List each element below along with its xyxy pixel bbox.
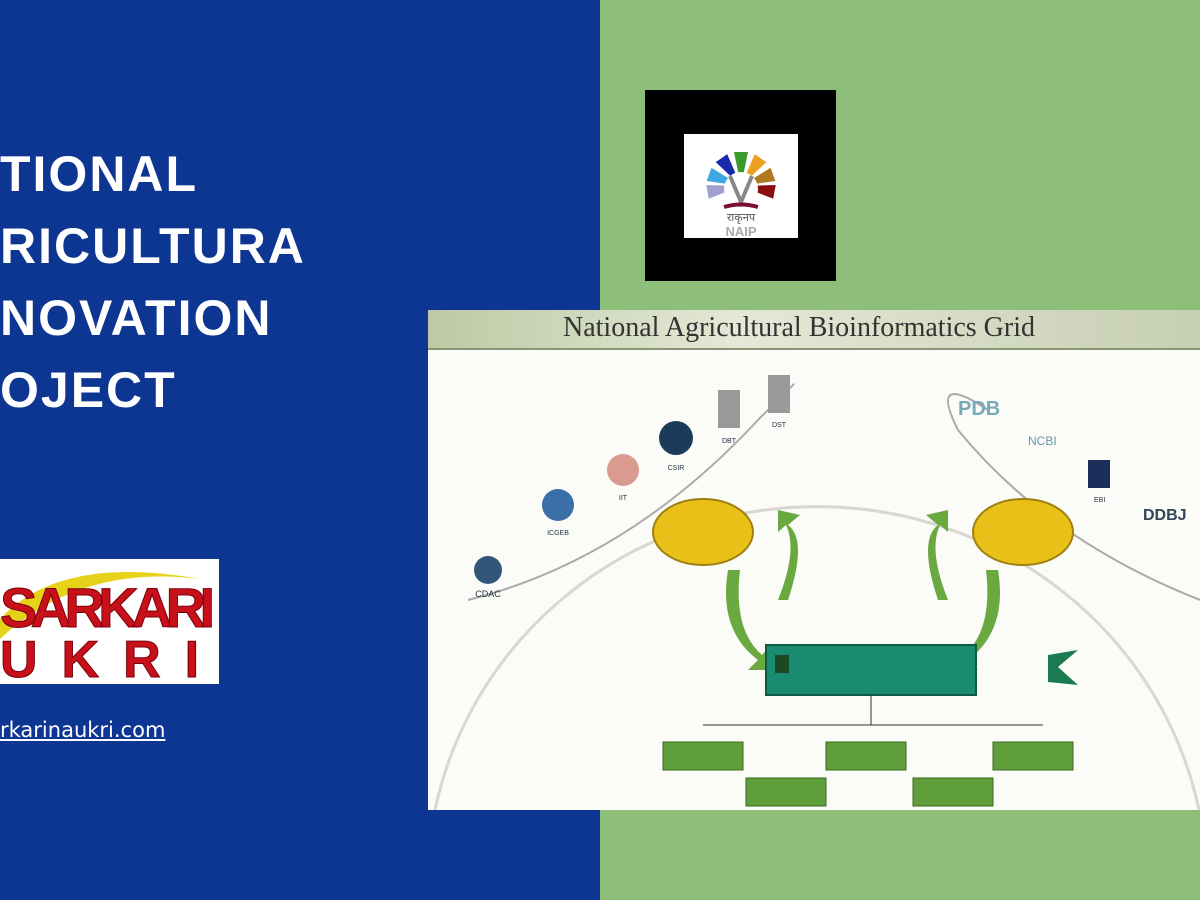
svg-text:NCBI: NCBI [1028, 434, 1057, 448]
right-org-logos: PDB NCBI EBI DDBJ [958, 398, 1187, 524]
diagram-header: National Agricultural Bioinformatics Gri… [428, 310, 1200, 350]
svg-text:CDAC: CDAC [475, 589, 501, 599]
naip-sunburst-icon: राकृनप NAIP [706, 152, 776, 239]
title-line: NOVATION [0, 290, 273, 346]
sarkari-naukri-logo: SARKARI UKRI [0, 559, 219, 684]
title-line: RICULTURA [0, 218, 306, 274]
website-link[interactable]: rkarinaukri.com [0, 718, 166, 742]
bioinformatics-grid-diagram: National Agricultural Bioinformatics Gri… [428, 310, 1200, 810]
svg-text:IIT: IIT [619, 495, 628, 502]
diagram-body: CDAC ICGEB IIT CSIR DBT DST PDB NCBI EBI… [433, 375, 1200, 810]
title-line: OJECT [0, 362, 177, 418]
page-title: TIONAL RICULTURA NOVATION OJECT [0, 138, 306, 426]
svg-text:EBI: EBI [1094, 497, 1105, 504]
naip-logo: राकृनप NAIP [684, 134, 798, 239]
svg-text:राकृनप: राकृनप [727, 212, 756, 224]
diagram-title: National Agricultural Bioinformatics Gri… [563, 312, 1036, 343]
left-org-logos: CDAC ICGEB IIT CSIR DBT DST [474, 375, 790, 599]
svg-text:DST: DST [772, 422, 787, 429]
svg-text:UKRI: UKRI [0, 631, 219, 684]
naip-logo-frame: राकृनप NAIP [645, 90, 836, 281]
svg-text:ICGEB: ICGEB [547, 530, 569, 537]
svg-text:CSIR: CSIR [668, 465, 685, 472]
svg-text:DDBJ: DDBJ [1143, 507, 1187, 524]
svg-text:NAIP: NAIP [725, 224, 756, 238]
title-line: TIONAL [0, 146, 199, 202]
svg-text:SARKARI: SARKARI [0, 576, 215, 639]
logo-swoosh-icon: SARKARI UKRI [0, 572, 219, 684]
svg-text:DBT: DBT [722, 438, 737, 445]
svg-text:PDB: PDB [958, 398, 1000, 420]
